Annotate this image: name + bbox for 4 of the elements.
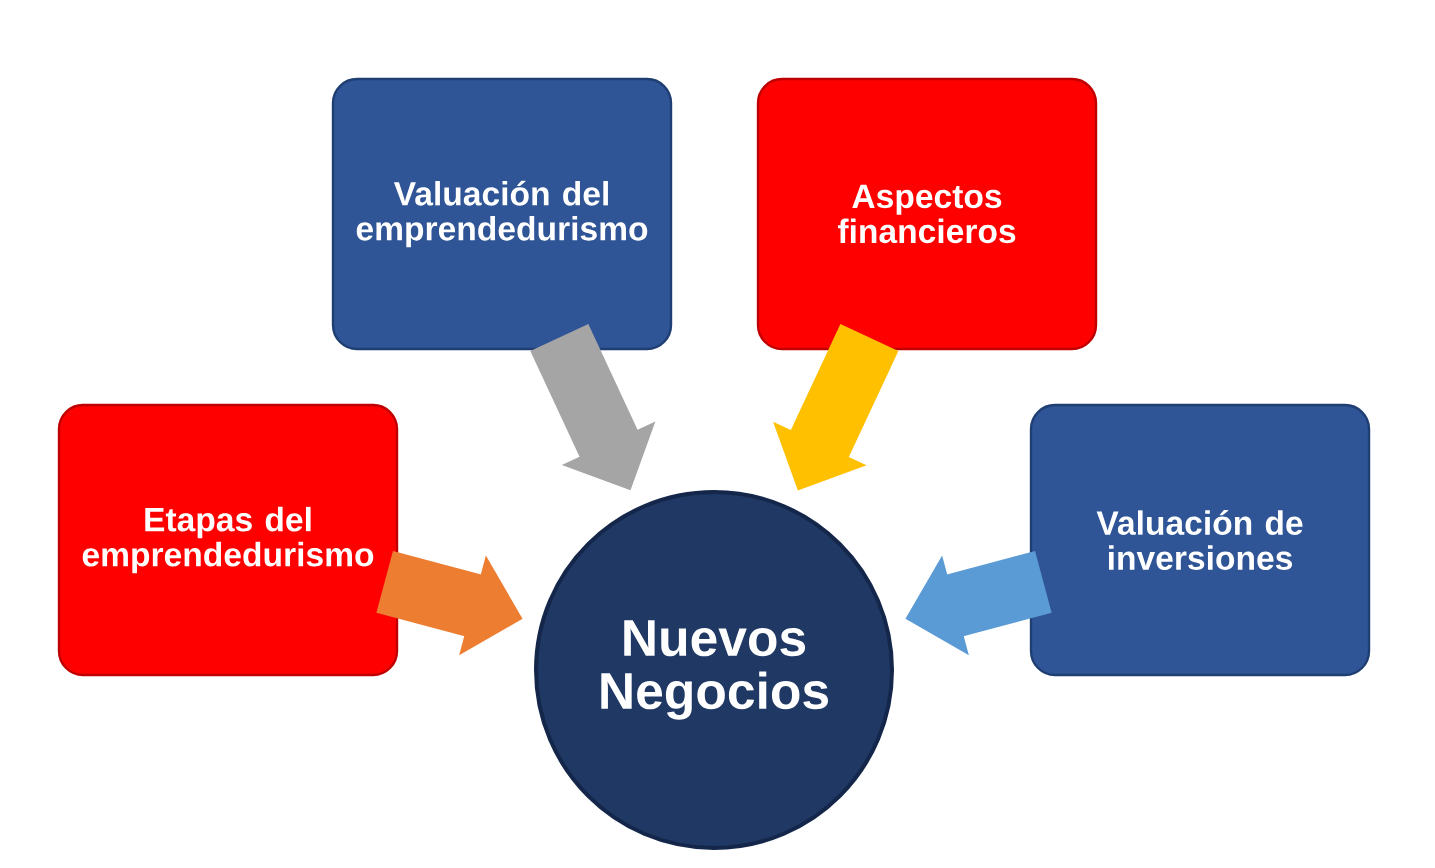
process-box: Valuación del emprendedurismo	[331, 77, 673, 351]
process-box: Etapas del emprendedurismo	[57, 403, 399, 677]
process-box: Aspectos financieros	[756, 77, 1098, 351]
process-box: Valuación de inversiones	[1029, 403, 1371, 677]
